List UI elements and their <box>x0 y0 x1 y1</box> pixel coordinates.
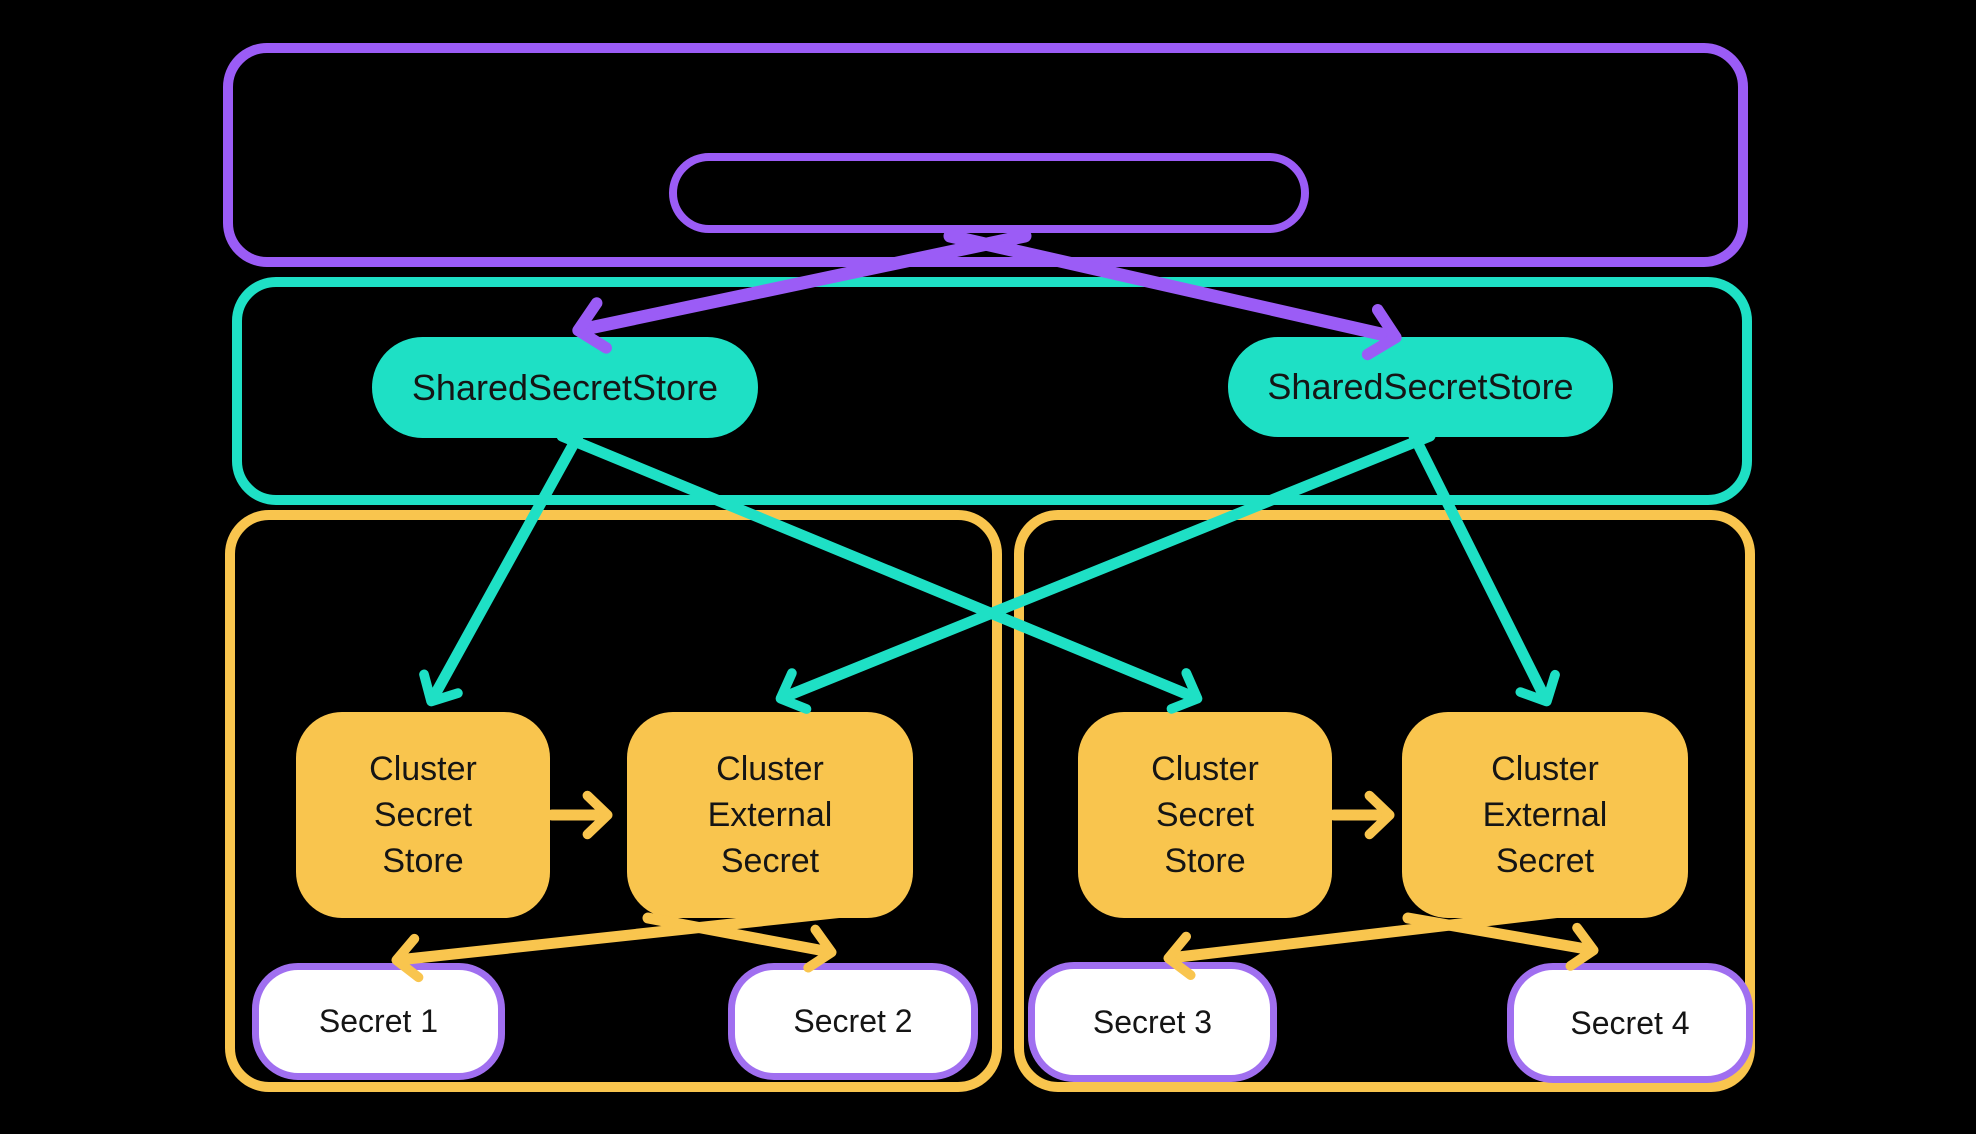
node-label: SharedSecretStore <box>1267 366 1574 408</box>
node-label-line: Cluster <box>1151 750 1259 788</box>
node-cluster-secret-store-right: Cluster Secret Store <box>1078 712 1332 918</box>
node-secret-3: Secret 3 <box>1028 962 1277 1082</box>
node-label-line: Secret <box>373 796 473 834</box>
node-label: Secret 2 <box>793 1003 913 1040</box>
node-cluster-secret-store-left: Cluster Secret Store <box>296 712 550 918</box>
node-label-line: External <box>1482 796 1608 834</box>
node-shared-secret-store-left: SharedSecretStore <box>372 337 758 438</box>
node-cluster-external-secret-right: Cluster External Secret <box>1402 712 1688 918</box>
node-label: SharedSecretStore <box>411 366 719 408</box>
node-label: Secret 3 <box>1092 1003 1213 1040</box>
node-label-line: Cluster <box>716 750 824 788</box>
node-secret-1: Secret 1 <box>252 963 505 1080</box>
node-cluster-external-secret-left: Cluster External Secret <box>627 712 913 918</box>
node-secret-2: Secret 2 <box>728 963 978 1080</box>
node-label: Secret 4 <box>1570 1004 1690 1041</box>
node-label-line: Secret <box>1155 796 1255 834</box>
node-label-line: Store <box>1164 842 1246 880</box>
node-label-line: Cluster <box>369 750 477 788</box>
node-shared-secret-store-right: SharedSecretStore <box>1228 337 1613 437</box>
top-inner-pill <box>669 153 1309 233</box>
node-label-line: Secret <box>1495 842 1595 880</box>
node-label-line: External <box>707 796 833 834</box>
node-secret-4: Secret 4 <box>1507 963 1753 1083</box>
node-label-line: Store <box>382 842 464 880</box>
node-label-line: Cluster <box>1491 750 1599 788</box>
node-label: Secret 1 <box>318 1003 439 1040</box>
node-label-line: Secret <box>720 842 820 880</box>
